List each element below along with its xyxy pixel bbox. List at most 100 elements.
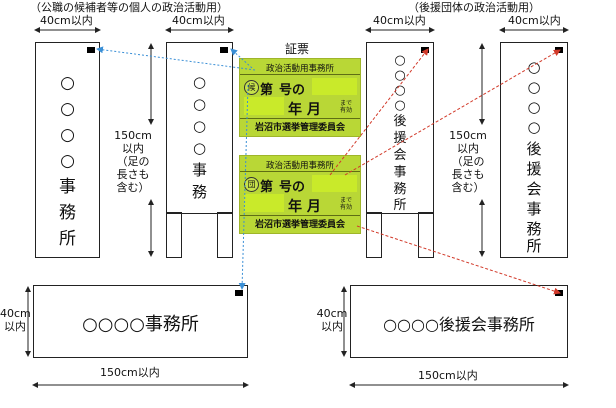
certificate-date: 年 月 xyxy=(288,102,321,118)
width-label-horizontal-right: 150cm以内 xyxy=(418,369,478,382)
leg xyxy=(418,212,434,258)
width-label-tall-left: 40cm以内 xyxy=(40,14,93,27)
sign-char: 後 xyxy=(526,140,542,158)
sign-char: 務 xyxy=(526,220,542,238)
sign-char: ○ xyxy=(394,98,406,113)
leg xyxy=(366,212,382,258)
certificate-group: 政治活動用事務所 団 第 号の 年 月 まで 有効 岩沼市選挙管理委員会 xyxy=(239,155,361,234)
sign-char: 会 xyxy=(393,148,407,163)
sign-char: ○ xyxy=(192,117,207,135)
tall-sign-right: ○ ○ ○ ○ 後 援 会 事 務 所 xyxy=(500,42,568,258)
leg xyxy=(166,212,182,258)
height-label-line: （足の xyxy=(451,155,485,168)
height-label-line: （足の xyxy=(116,155,150,168)
red-arrow-to-horizontal-right xyxy=(356,225,561,295)
height-40-line: 40cm xyxy=(316,307,348,320)
number-field xyxy=(312,78,357,95)
width-label-tall-right: 40cm以内 xyxy=(508,14,561,27)
blue-arrow-to-tall-left xyxy=(96,46,256,71)
certificate-title: 証票 xyxy=(285,42,310,56)
sign-char: ○ xyxy=(394,68,406,83)
height-label-line: 長さも xyxy=(451,168,485,181)
horizontal-sign-right: ○○○○後援会事務所 xyxy=(350,285,568,358)
horizontal-sign-left: ○○○○事務所 xyxy=(33,285,248,358)
sign-char: 後 xyxy=(393,114,407,129)
number-suffix: 号の xyxy=(279,83,306,98)
blue-arrow-to-standing-left xyxy=(230,48,253,69)
number-prefix: 第 xyxy=(260,83,274,98)
sign-char: ○ xyxy=(192,95,207,113)
sign-char: 事 xyxy=(59,177,76,197)
standing-legs-left xyxy=(166,212,233,258)
standing-sign-left: ○ ○ ○ ○ 事 務 所 xyxy=(166,42,233,214)
sign-char: ○ xyxy=(192,139,207,157)
number-prefix: 第 xyxy=(260,180,274,195)
number-field xyxy=(312,175,357,192)
valid-text: 有効 xyxy=(340,204,353,211)
certificate-marker xyxy=(220,47,228,53)
width-label-horizontal-left: 150cm以内 xyxy=(100,366,160,379)
height-40-line: 以内 xyxy=(4,320,26,333)
height-label-line: 含む） xyxy=(116,181,150,194)
height-40-line: 40cm xyxy=(0,307,31,320)
left-caption: （公職の候補者等の個人の政治活動用） xyxy=(30,1,228,14)
badge-icon: 団 xyxy=(244,177,259,192)
sign-char: ○ xyxy=(527,58,541,76)
number-suffix: 号の xyxy=(279,180,306,195)
leg xyxy=(217,212,233,258)
sign-char: 事 xyxy=(526,200,542,218)
height-40-line: 以内 xyxy=(321,320,343,333)
certificate-marker xyxy=(87,47,95,53)
sign-char: ○ xyxy=(60,125,75,145)
date-field xyxy=(244,194,284,212)
width-label-standing-left: 40cm以内 xyxy=(172,14,225,27)
certificate-divider xyxy=(240,215,360,216)
date-field xyxy=(244,97,284,115)
sign-char: ○ xyxy=(527,118,541,136)
sign-char: 所 xyxy=(526,237,542,255)
sign-text: ○○○○事務所 xyxy=(82,314,199,335)
height-label-line: 以内 xyxy=(457,142,479,155)
certificate-divider xyxy=(240,118,360,119)
sign-char: ○ xyxy=(394,83,406,98)
sign-char: 援 xyxy=(526,160,542,178)
sign-char: ○ xyxy=(60,99,75,119)
sign-char: 所 xyxy=(59,229,76,249)
certificate-header: 政治活動用事務所 xyxy=(265,161,334,171)
certificate-footer: 岩沼市選挙管理委員会 xyxy=(254,123,345,133)
valid-text: 有効 xyxy=(340,107,353,114)
height-label-line: 150cm xyxy=(449,129,487,142)
sign-char: ○ xyxy=(60,73,75,93)
red-arrow-to-tall-right xyxy=(344,49,561,176)
certificate-footer: 岩沼市選挙管理委員会 xyxy=(254,220,345,230)
red-arrow-to-standing-right xyxy=(329,48,429,176)
height-label-line: 以内 xyxy=(122,142,144,155)
certificate-marker xyxy=(235,290,243,296)
width-label-standing-right: 40cm以内 xyxy=(373,14,426,27)
tall-sign-left: ○ ○ ○ ○ 事 務 所 xyxy=(35,42,100,258)
sign-char: ○ xyxy=(394,53,406,68)
sign-char: 事 xyxy=(191,161,207,179)
sign-char: ○ xyxy=(192,73,207,91)
certificate-divider xyxy=(240,74,360,75)
sign-char: 援 xyxy=(393,131,407,146)
sign-char: 務 xyxy=(59,203,76,223)
valid-text: まで xyxy=(340,197,353,204)
certificate-candidate: 政治活動用事務所 候 第 号の 年 月 まで 有効 岩沼市選挙管理委員会 xyxy=(239,58,361,137)
height-label-line: 長さも xyxy=(116,168,150,181)
blue-arrow-to-horizontal-left xyxy=(238,84,249,290)
sign-char: 事 xyxy=(393,165,407,180)
valid-text: まで xyxy=(340,100,353,107)
badge-icon: 候 xyxy=(244,80,259,95)
right-caption: （後援団体の政治活動用） xyxy=(408,1,540,14)
sign-text: ○○○○後援会事務所 xyxy=(383,315,535,334)
standing-sign-right: ○ ○ ○ ○ 後 援 会 事 務 所 xyxy=(366,42,434,214)
height-label-line: 含む） xyxy=(451,181,485,194)
certificate-date: 年 月 xyxy=(288,199,321,215)
sign-char: ○ xyxy=(527,78,541,96)
height-label-line: 150cm xyxy=(114,129,152,142)
sign-char: ○ xyxy=(60,151,75,171)
sign-char: 務 xyxy=(393,182,407,197)
sign-char: 務 xyxy=(191,183,207,201)
